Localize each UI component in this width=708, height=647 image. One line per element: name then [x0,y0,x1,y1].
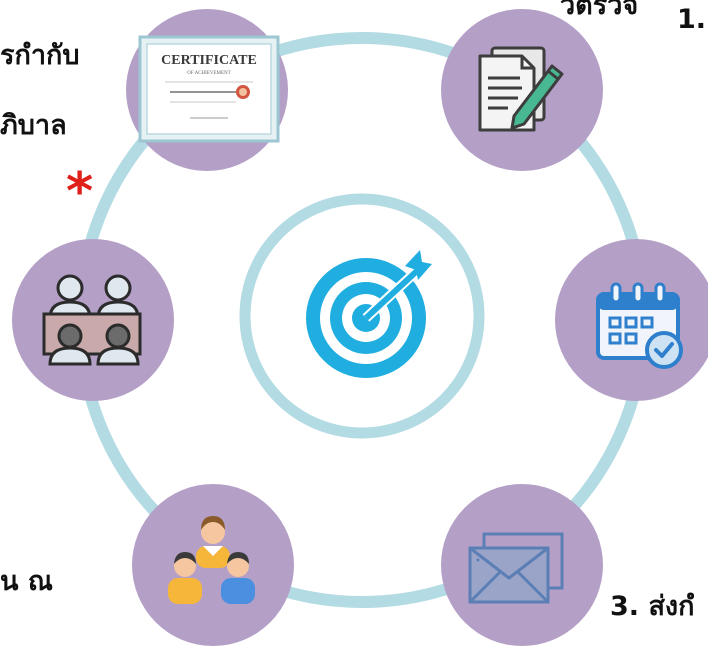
target-icon [306,250,432,378]
label-bottom-right: 3. ส่งกํ [610,591,695,622]
envelope-icon [468,532,564,604]
label-top-left-3: ภิบาล [0,110,67,141]
certificate-title: CERTIFICATE [161,53,257,68]
label-top-left-2: รกำกับ [0,40,80,71]
label-top-right-number: 1. [677,4,707,35]
certificate-icon: CERTIFICATE OF ACHIEVEMENT [138,35,280,143]
meeting-icon [42,274,142,366]
label-top-left-1: วตรวจ [560,0,639,21]
calendar-check-icon [596,282,683,369]
required-mark: * [66,162,94,222]
certificate-subtitle: OF ACHIEVEMENT [187,71,230,76]
label-bottom-left: น ณ [0,566,53,597]
team-icon [168,516,255,604]
document-pen-icon [478,46,564,132]
